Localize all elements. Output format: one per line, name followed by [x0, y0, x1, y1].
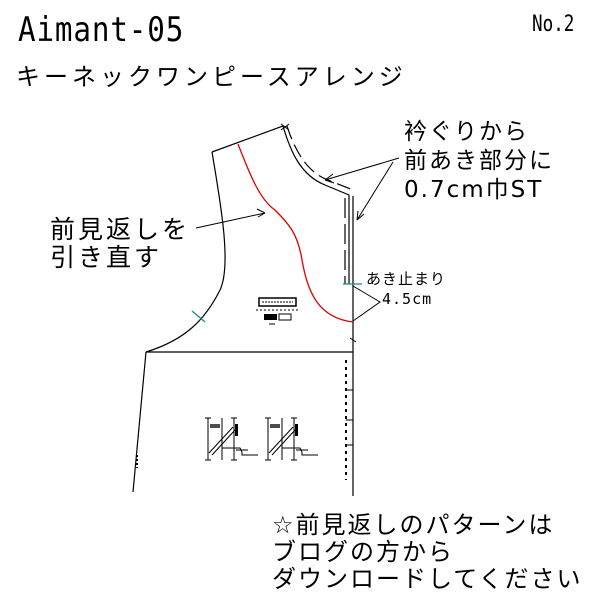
tuck-symbol-left [205, 417, 258, 461]
center-front-marks [345, 335, 357, 480]
opening-end-label: あき止まり [366, 270, 447, 288]
note-line: 衿ぐりから [404, 119, 529, 145]
note-line: ダウンロードしてください [272, 565, 583, 593]
download-note: ☆前見返しのパターンは ブログの方から ダウンロードしてください [272, 512, 583, 593]
note-line: 前あき部分に [404, 148, 554, 174]
page-number: No.2 [532, 12, 575, 37]
facing-redraw-note: 前見返しを 引き直す [50, 216, 190, 272]
tuck-symbols [205, 417, 318, 461]
note-line: 0.7cm巾ST [404, 177, 544, 203]
facing-line [237, 143, 354, 323]
opening-measure-label: 4.5cm [382, 290, 433, 308]
neckline-stitch-line [280, 123, 354, 284]
pattern-subtitle: キーネックワンピースアレンジ [16, 63, 407, 91]
note-line: 引き直す [50, 243, 163, 272]
pattern-title: Aimant-05 [18, 10, 185, 50]
note-line: 前見返しを [50, 215, 191, 244]
pattern-label-block [256, 297, 300, 325]
annotation-arrows [195, 157, 400, 322]
tuck-symbol-right [265, 417, 318, 461]
note-line: ☆前見返しのパターンは [272, 511, 555, 539]
note-line: ブログの方から [272, 538, 454, 566]
bodice-outline [132, 125, 354, 496]
notch-marks [191, 283, 362, 323]
neckline-stitch-note: 衿ぐりから 前あき部分に 0.7cm巾ST [404, 118, 554, 205]
